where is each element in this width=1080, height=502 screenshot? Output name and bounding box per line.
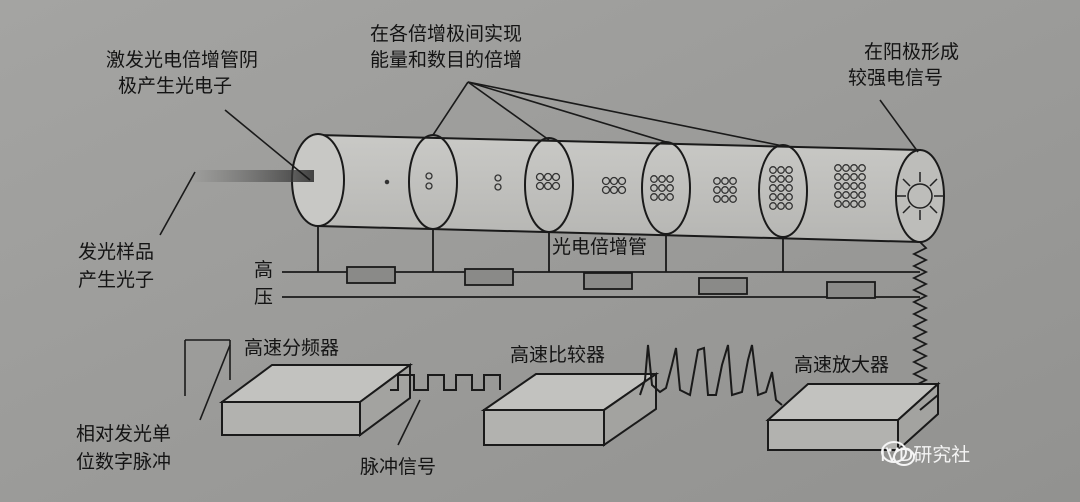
resistors xyxy=(346,266,876,299)
resistor-4 xyxy=(698,277,748,295)
amplifier-box xyxy=(765,381,941,453)
anode-burst-icon xyxy=(896,172,944,220)
comparator-box xyxy=(480,372,660,447)
sample-label-line2: 产生光子 xyxy=(78,269,155,291)
anode-wire xyxy=(919,394,939,411)
output-label-line2: 位数字脉冲 xyxy=(76,451,172,473)
pulse-train xyxy=(390,374,501,391)
anode-label-line1: 在阳极形成 xyxy=(864,41,960,63)
comparator-label: 高速比较器 xyxy=(510,344,606,366)
wechat-icon xyxy=(881,441,915,466)
analog-signal xyxy=(639,344,783,406)
electron-dots xyxy=(384,164,866,210)
resistor-1 xyxy=(346,266,396,284)
amplifier-label: 高速放大器 xyxy=(794,354,890,376)
callout-lines xyxy=(159,81,919,446)
pmt-label: 光电倍增管 xyxy=(552,236,648,258)
photon-beam xyxy=(190,170,314,182)
dynode-label-line1: 在各倍增极间实现 xyxy=(370,23,523,45)
watermark: IVD研究社 xyxy=(880,440,970,467)
high-voltage-label-2: 压 xyxy=(254,286,274,308)
resistor-2 xyxy=(464,268,514,286)
resistor-3 xyxy=(583,272,633,290)
pulse-label: 脉冲信号 xyxy=(360,456,437,478)
high-voltage-label-1: 高 xyxy=(254,259,274,281)
output-label-line1: 相对发光单 xyxy=(76,423,172,445)
sample-label-line1: 发光样品 xyxy=(78,241,155,263)
divider-label: 高速分频器 xyxy=(244,337,340,359)
photomultiplier-tube xyxy=(291,133,945,244)
anode-label-line2: 较强电信号 xyxy=(848,67,944,89)
cathode-label-line2: 极产生光电子 xyxy=(118,75,233,97)
resistor-5 xyxy=(826,281,876,299)
dynode-label-line2: 能量和数目的倍增 xyxy=(370,49,523,71)
cathode-label-line1: 激发光电倍增管阴 xyxy=(106,49,259,71)
